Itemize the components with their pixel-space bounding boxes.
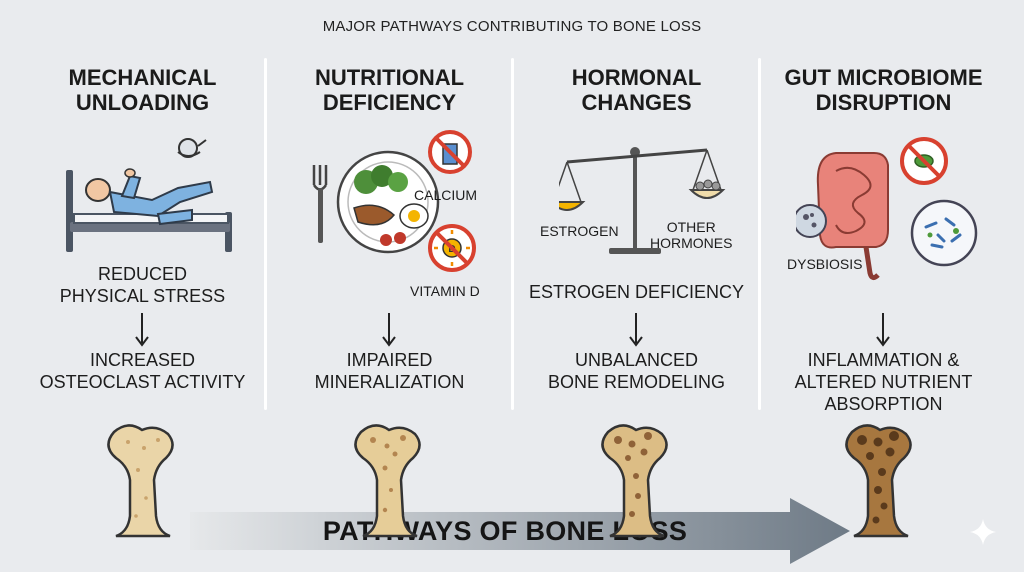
no-sun-icon: D (428, 224, 476, 272)
down-arrow-icon (135, 313, 149, 347)
microbe-circle-icon (796, 204, 827, 238)
down-arrow-icon (876, 313, 890, 347)
down-arrow-icon (382, 313, 396, 347)
hospital-bed-icon (66, 170, 232, 252)
down-arrow-icon (629, 313, 643, 347)
column-divider (511, 58, 514, 410)
caption-estrogen-deficiency: ESTROGEN DEFICIENCY (528, 282, 745, 302)
femur-mild-loss-icon (354, 424, 421, 538)
banner-label: PATHWAYS OF BONE LOSS (322, 516, 688, 546)
gut-illustration (796, 137, 978, 281)
column-divider (758, 58, 761, 410)
column-divider (264, 58, 267, 410)
intestine-icon (816, 152, 889, 281)
femur-severe-loss-icon (845, 424, 912, 538)
fork-icon (312, 165, 328, 243)
no-bacteria-icon (900, 137, 948, 185)
femur-moderate-loss-icon (601, 424, 668, 538)
balance-scale-icon (559, 147, 726, 254)
no-calcium-icon (428, 130, 472, 174)
estrogen-label: ESTROGEN (540, 223, 619, 239)
person-lying-icon (85, 168, 214, 226)
page-title: MAJOR PATHWAYS CONTRIBUTING TO BONE LOSS (322, 18, 702, 35)
sparkle-icon (970, 519, 996, 545)
calcium-label: CALCIUM (414, 187, 478, 203)
floating-satellite-icon (177, 138, 207, 158)
femur-healthy-icon (107, 424, 174, 538)
nutrition-illustration: D (312, 130, 476, 272)
food-plate-icon (336, 150, 440, 254)
pathways-banner-arrow (190, 498, 850, 564)
vitamin-d-label: VITAMIN D (410, 283, 480, 299)
dysbiosis-label: DYSBIOSIS (787, 256, 863, 272)
bed-rest-illustration (66, 138, 232, 252)
bacteria-magnified-icon (910, 199, 978, 267)
